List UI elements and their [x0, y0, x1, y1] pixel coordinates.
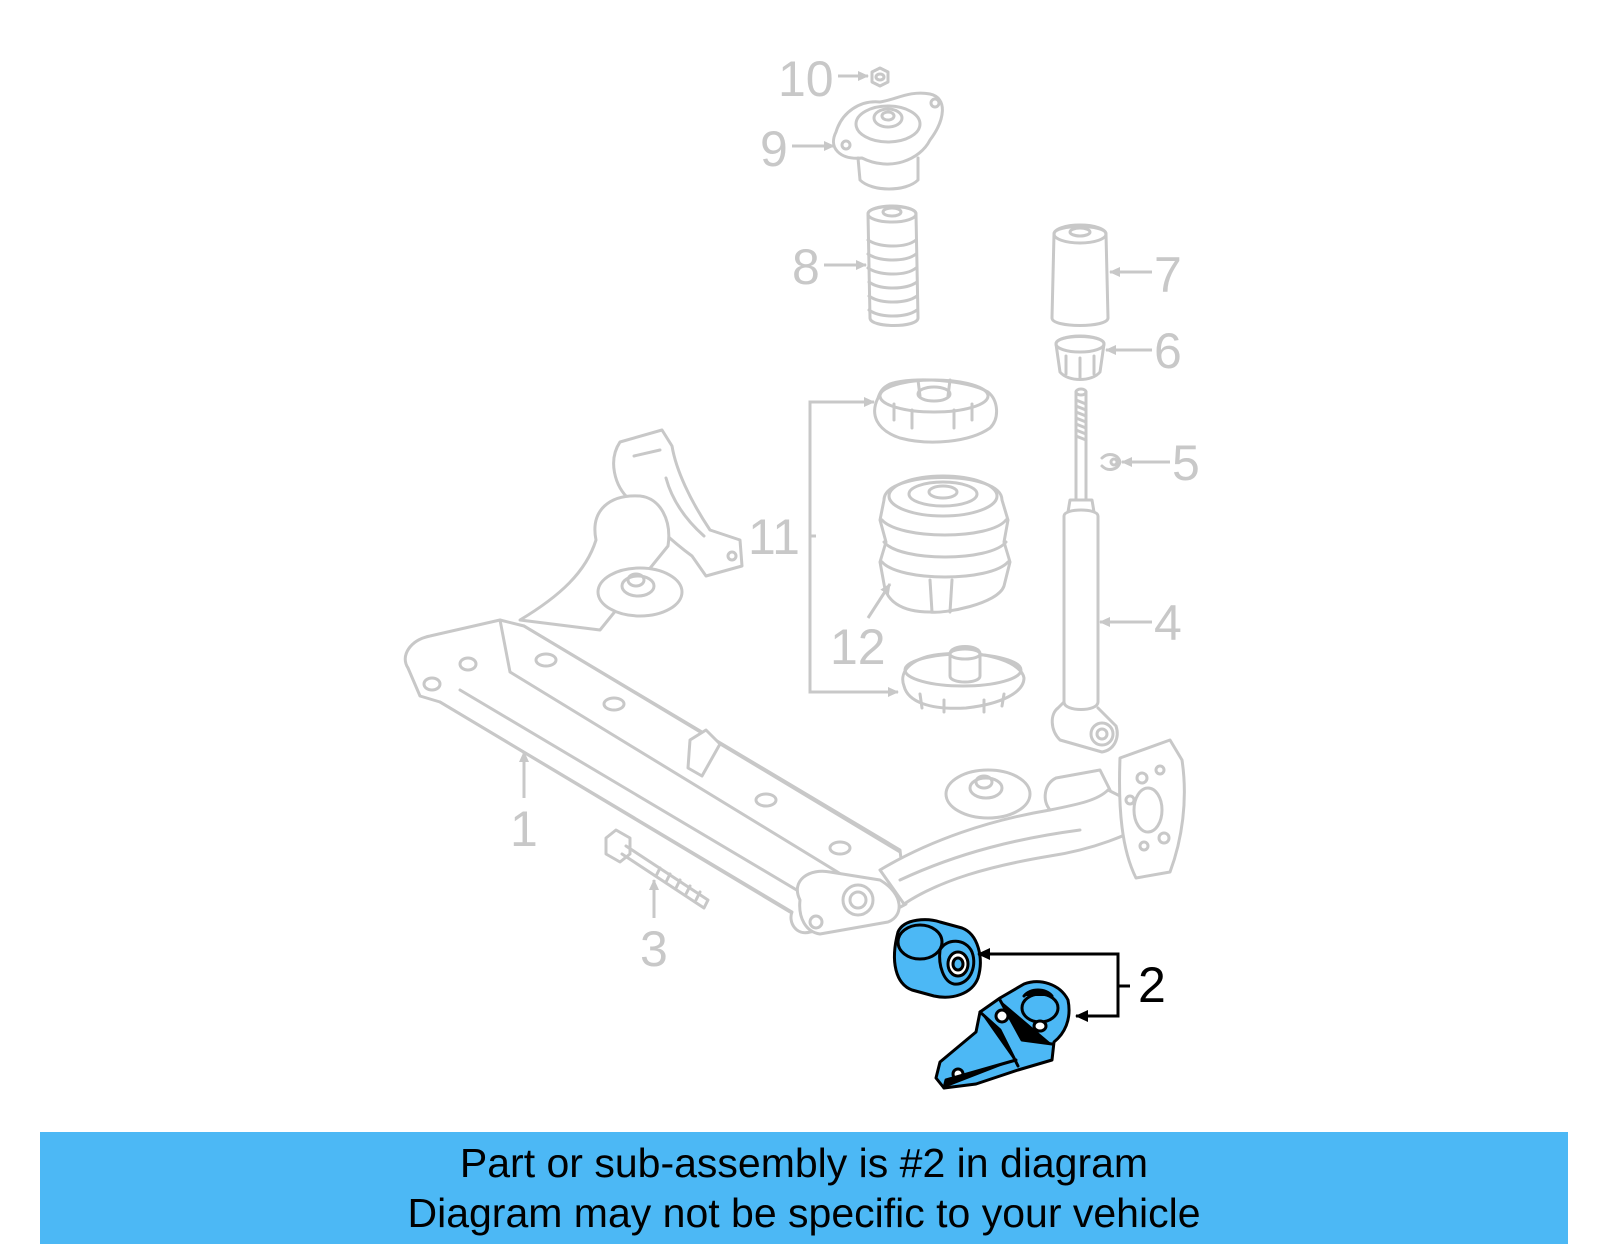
callout-3: 3	[640, 921, 668, 977]
callout-12: 12	[830, 619, 886, 675]
part-6-bump-cup	[1054, 334, 1106, 381]
part-2-bushing	[893, 918, 982, 999]
part-2-bracket	[934, 980, 1071, 1090]
part-2-bushing-assembly	[893, 918, 1071, 1090]
callout-9: 9	[760, 121, 788, 177]
callout-11: 11	[748, 509, 800, 565]
part-9-strut-mount	[832, 91, 944, 191]
part-11-upper-spring-seat	[873, 378, 998, 444]
part-12-spring-pad	[878, 474, 1012, 614]
callout-1: 1	[510, 801, 538, 857]
banner-line-2: Diagram may not be specific to your vehi…	[407, 1190, 1201, 1236]
callout-2: 2	[1138, 957, 1166, 1013]
callout-4: 4	[1154, 595, 1182, 651]
part-8-bump-stop	[866, 204, 920, 327]
callout-7: 7	[1154, 247, 1182, 303]
callout-10: 10	[778, 51, 834, 107]
parts-diagram: 10 9 8 7 6 5 4 11 12 1 3 2	[403, 51, 1200, 1090]
leader-2-bracket	[977, 948, 1130, 1022]
part-1-axle-beam	[403, 428, 1186, 936]
leader-11-bracket	[808, 397, 899, 697]
part-11-lower-spring-seat	[901, 645, 1026, 714]
part-7-dust-boot	[1050, 223, 1110, 327]
info-banner: Part or sub-assembly is #2 in diagram Di…	[40, 1132, 1568, 1244]
leader-12	[866, 583, 892, 619]
callout-8: 8	[792, 239, 820, 295]
callout-5: 5	[1172, 435, 1200, 491]
part-4-shock-absorber	[1050, 387, 1119, 754]
part-3-bolt	[604, 828, 710, 910]
callout-6: 6	[1154, 323, 1182, 379]
banner-line-1: Part or sub-assembly is #2 in diagram	[459, 1140, 1149, 1186]
part-10-nut	[870, 66, 890, 88]
part-5-clip	[1100, 453, 1122, 471]
